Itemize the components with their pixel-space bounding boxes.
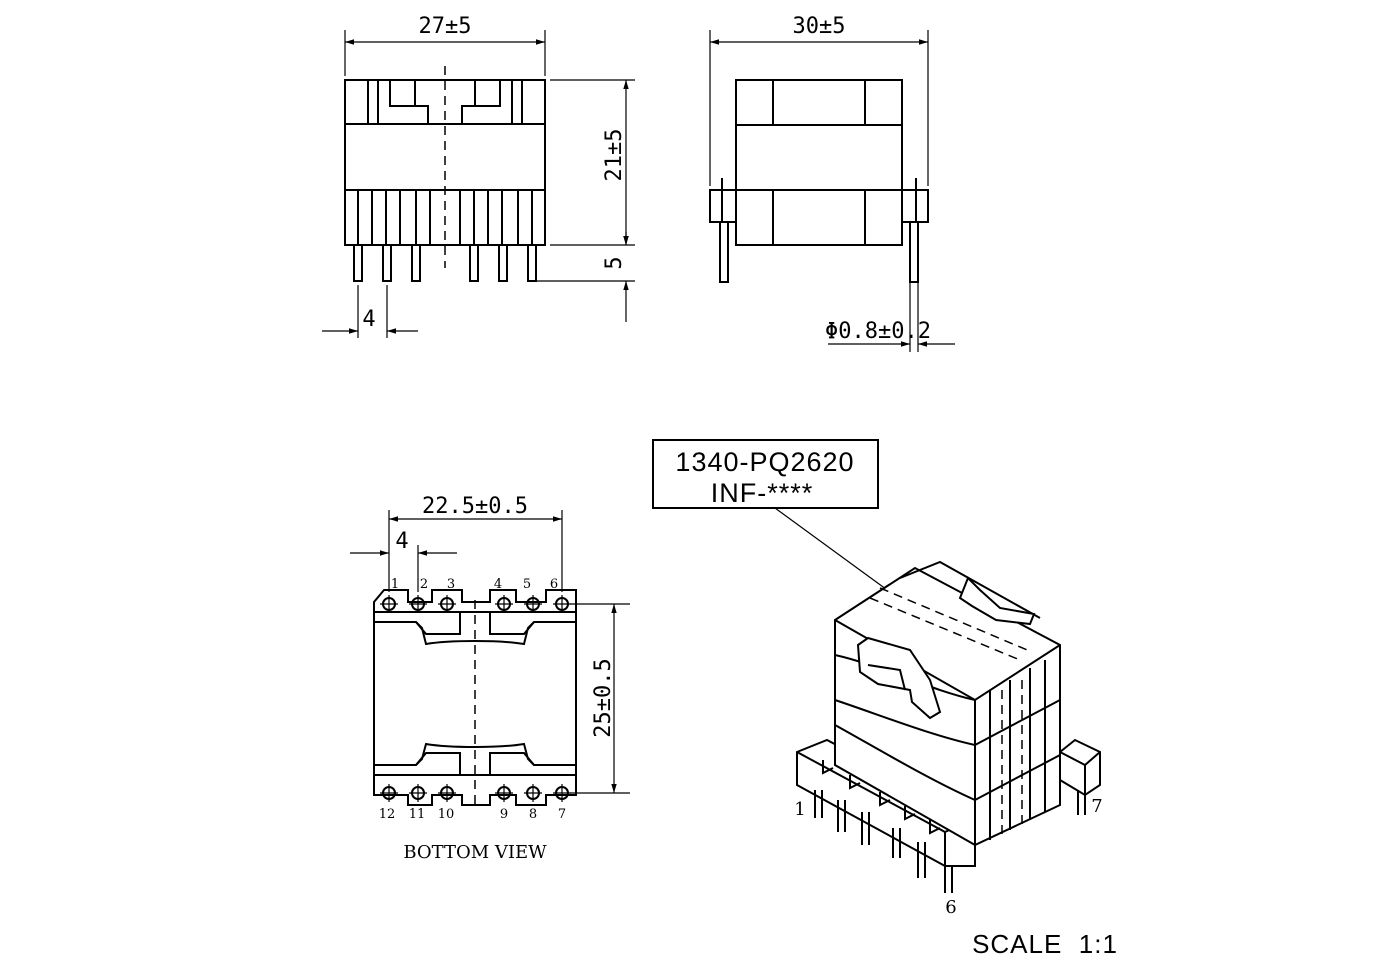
- top-pin-holes: [380, 595, 571, 613]
- pin-label-6: 6: [550, 577, 558, 592]
- pin-label-10: 10: [438, 807, 455, 822]
- front-pitch-dim: 4: [362, 307, 375, 332]
- side-view: 30±5 Φ0.8±0.2: [709, 14, 955, 352]
- front-height-dim: 21±5: [602, 129, 627, 182]
- pin-label-12: 12: [379, 807, 396, 822]
- bottom-height-dim: 25±0.5: [591, 658, 616, 737]
- scale-label: SCALE 1:1: [972, 929, 1118, 959]
- bottom-span-dim: 22.5±0.5: [422, 494, 528, 519]
- iso-pin-label-7: 7: [1091, 796, 1102, 817]
- front-width-dim: 27±5: [419, 14, 472, 39]
- part-label-box: [652, 439, 879, 509]
- iso-pin-label-6: 6: [945, 897, 956, 918]
- pin-label-9: 9: [500, 807, 508, 822]
- pin-label-5: 5: [523, 577, 531, 592]
- bottom-view: 1 2 3 4 5 6 12 11 10 9 8 7 22.5±0.5 4 25…: [350, 494, 630, 863]
- part-marking: INF-****: [711, 478, 814, 508]
- pin-label-7: 7: [558, 807, 566, 822]
- bottom-view-title: BOTTOM VIEW: [403, 842, 547, 863]
- front-view: 27±5 21±5 5 4: [322, 14, 635, 338]
- iso-view: 1340-PQ2620 INF-****: [652, 439, 1103, 918]
- pin-label-8: 8: [529, 807, 537, 822]
- pin-label-2: 2: [420, 577, 428, 592]
- iso-pin-label-1: 1: [794, 799, 805, 820]
- part-number: 1340-PQ2620: [675, 447, 854, 477]
- pin-label-3: 3: [447, 577, 455, 592]
- side-width-dim: 30±5: [793, 14, 846, 39]
- bottom-pin-holes: [380, 784, 571, 802]
- pin-label-1: 1: [391, 577, 399, 592]
- front-pin-length-dim: 5: [602, 256, 627, 269]
- pin-label-11: 11: [409, 807, 426, 822]
- bottom-pitch-dim: 4: [395, 529, 408, 554]
- side-pin-diameter-dim: Φ0.8±0.2: [825, 319, 931, 344]
- pin-label-4: 4: [494, 577, 502, 592]
